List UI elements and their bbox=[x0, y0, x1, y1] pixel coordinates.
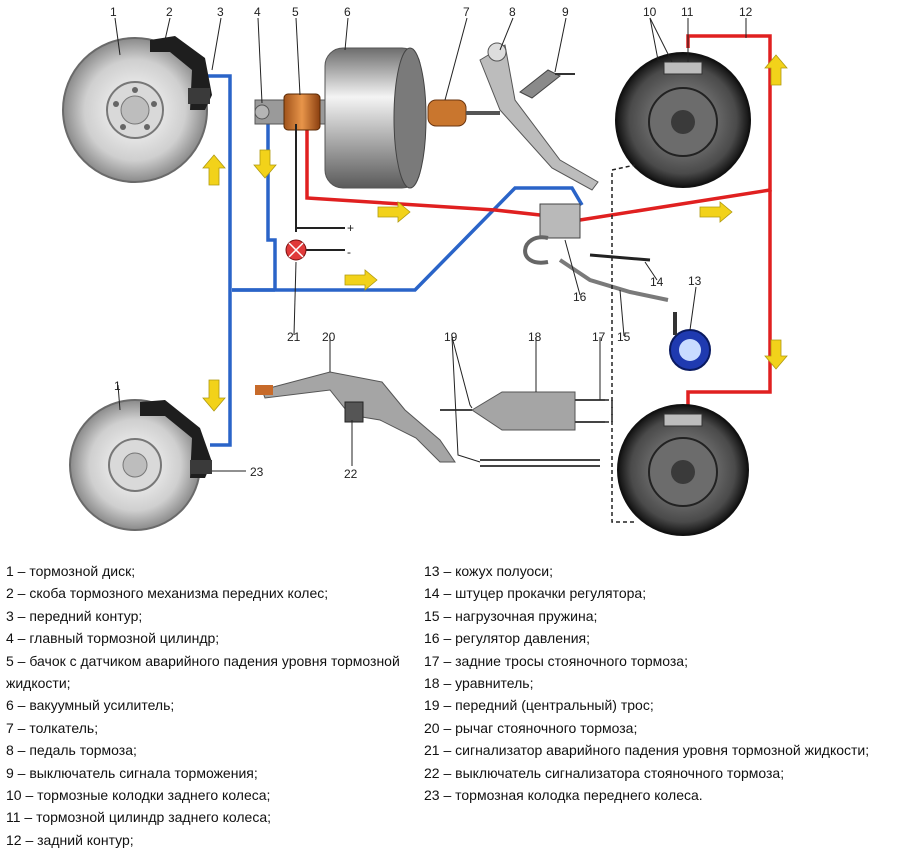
callout-7: 7 bbox=[463, 5, 470, 19]
legend-item-5: 5 – бачок с датчиком аварийного падения … bbox=[6, 652, 400, 692]
callout-16: 16 bbox=[573, 290, 587, 304]
arrow-up-rear-right bbox=[764, 54, 788, 86]
legend-item-14: 14 – штуцер прокачки регулятора; bbox=[424, 585, 647, 602]
legend-item-7: 7 – толкатель; bbox=[6, 719, 99, 736]
front-caliper-bottom bbox=[140, 400, 212, 478]
callout-10: 10 bbox=[643, 5, 657, 19]
brake-light-switch bbox=[519, 69, 575, 99]
equalizer bbox=[471, 391, 576, 431]
parking-brake-lever bbox=[255, 371, 456, 463]
pushrod-boot bbox=[427, 99, 500, 127]
callout-23: 23 bbox=[250, 465, 264, 479]
arrow-up-front-left bbox=[202, 154, 226, 186]
callout-3: 3 bbox=[217, 5, 224, 19]
callout-2: 2 bbox=[166, 5, 173, 19]
callout-20: 20 bbox=[322, 330, 336, 344]
callout-13: 13 bbox=[688, 274, 702, 288]
front-caliper-top bbox=[150, 36, 212, 110]
legend-left-column: 1 – тормозной диск; 2 – скоба тормозного… bbox=[6, 560, 411, 851]
brake-system-diagram: + bbox=[62, 5, 788, 536]
arrow-right-rear-circuit bbox=[377, 201, 411, 223]
brake-pedal bbox=[479, 42, 599, 191]
axle-housing bbox=[669, 312, 711, 371]
callout-15: 15 bbox=[617, 330, 631, 344]
callout-17: 17 bbox=[592, 330, 606, 344]
legend-item-22: 22 – выключатель сигнализатора стояночно… bbox=[424, 764, 785, 781]
callout-5: 5 bbox=[292, 5, 299, 19]
rear-drum-top bbox=[615, 52, 751, 188]
legend-item-1: 1 – тормозной диск; bbox=[6, 563, 136, 579]
legend-item-18: 18 – уравнитель; bbox=[424, 675, 534, 692]
legend-item-21: 21 – сигнализатор аварийного падения уро… bbox=[424, 742, 870, 759]
fluid-reservoir bbox=[283, 93, 321, 131]
legend-item-8: 8 – педаль тормоза; bbox=[6, 742, 137, 759]
fluid-level-warning-lamp: + bbox=[285, 124, 354, 261]
callout-11: 11 bbox=[681, 5, 694, 19]
plus-sign: + bbox=[347, 221, 354, 235]
legend-item-4: 4 – главный тормозной цилиндр; bbox=[6, 630, 220, 647]
callout-9: 9 bbox=[562, 5, 569, 19]
cable-dashed-routes bbox=[605, 164, 636, 523]
legend-item-12: 12 – задний контур; bbox=[6, 831, 134, 848]
callout-8: 8 bbox=[509, 5, 516, 19]
legend-item-11: 11 – тормозной цилиндр заднего колеса; bbox=[6, 809, 271, 826]
legend-item-20: 20 – рычаг стояночного тормоза; bbox=[424, 719, 638, 736]
callout-1-bottom: 1 bbox=[114, 379, 121, 393]
callout-14: 14 bbox=[650, 275, 664, 289]
legend-item-16: 16 – регулятор давления; bbox=[424, 630, 591, 647]
arrow-down-master bbox=[253, 149, 277, 179]
legend-item-23: 23 – тормозная колодка переднего колеса. bbox=[424, 787, 703, 804]
minus-sign: - bbox=[347, 245, 351, 259]
callout-21: 21 bbox=[287, 330, 301, 344]
flow-arrows bbox=[202, 54, 788, 412]
arrow-down-rear-right bbox=[764, 339, 788, 370]
legend-item-17: 17 – задние тросы стояночного тормоза; bbox=[424, 652, 688, 669]
callout-6: 6 bbox=[344, 5, 351, 19]
callout-19: 19 bbox=[444, 330, 458, 344]
callout-4: 4 bbox=[254, 5, 261, 19]
callout-1: 1 bbox=[110, 5, 117, 19]
callout-numbers: 1 2 3 4 5 6 7 8 9 10 11 12 13 14 15 16 1… bbox=[110, 5, 753, 481]
legend-item-15: 15 – нагрузочная пружина; bbox=[424, 607, 598, 624]
load-spring bbox=[558, 253, 669, 302]
callout-18: 18 bbox=[528, 330, 542, 344]
arrow-right-regulator bbox=[699, 201, 733, 223]
legend-item-19: 19 – передний (центральный) трос; bbox=[424, 697, 654, 714]
callout-leaders bbox=[114, 17, 747, 472]
legend-item-6: 6 – вакуумный усилитель; bbox=[6, 697, 175, 714]
callout-12: 12 bbox=[739, 5, 753, 19]
legend-right-column: 13 – кожух полуоси; 14 – штуцер прокачки… bbox=[424, 560, 894, 806]
legend-item-10: 10 – тормозные колодки заднего колеса; bbox=[6, 787, 271, 804]
legend-item-13: 13 – кожух полуоси; bbox=[424, 563, 554, 579]
front-circuit-lines bbox=[205, 74, 584, 447]
legend-item-2: 2 – скоба тормозного механизма передних … bbox=[6, 585, 329, 602]
legend-item-3: 3 – передний контур; bbox=[6, 607, 143, 624]
rear-drum-bottom bbox=[617, 404, 749, 536]
legend-item-9: 9 – выключатель сигнала торможения; bbox=[6, 764, 258, 781]
callout-22: 22 bbox=[344, 467, 358, 481]
parking-brake-switch bbox=[344, 401, 364, 423]
vacuum-booster bbox=[324, 47, 427, 189]
arrow-right-front-circuit bbox=[344, 269, 378, 291]
pressure-regulator bbox=[523, 203, 581, 265]
front-brake-disc-top bbox=[62, 37, 208, 183]
arrow-down-front-left bbox=[202, 379, 226, 412]
